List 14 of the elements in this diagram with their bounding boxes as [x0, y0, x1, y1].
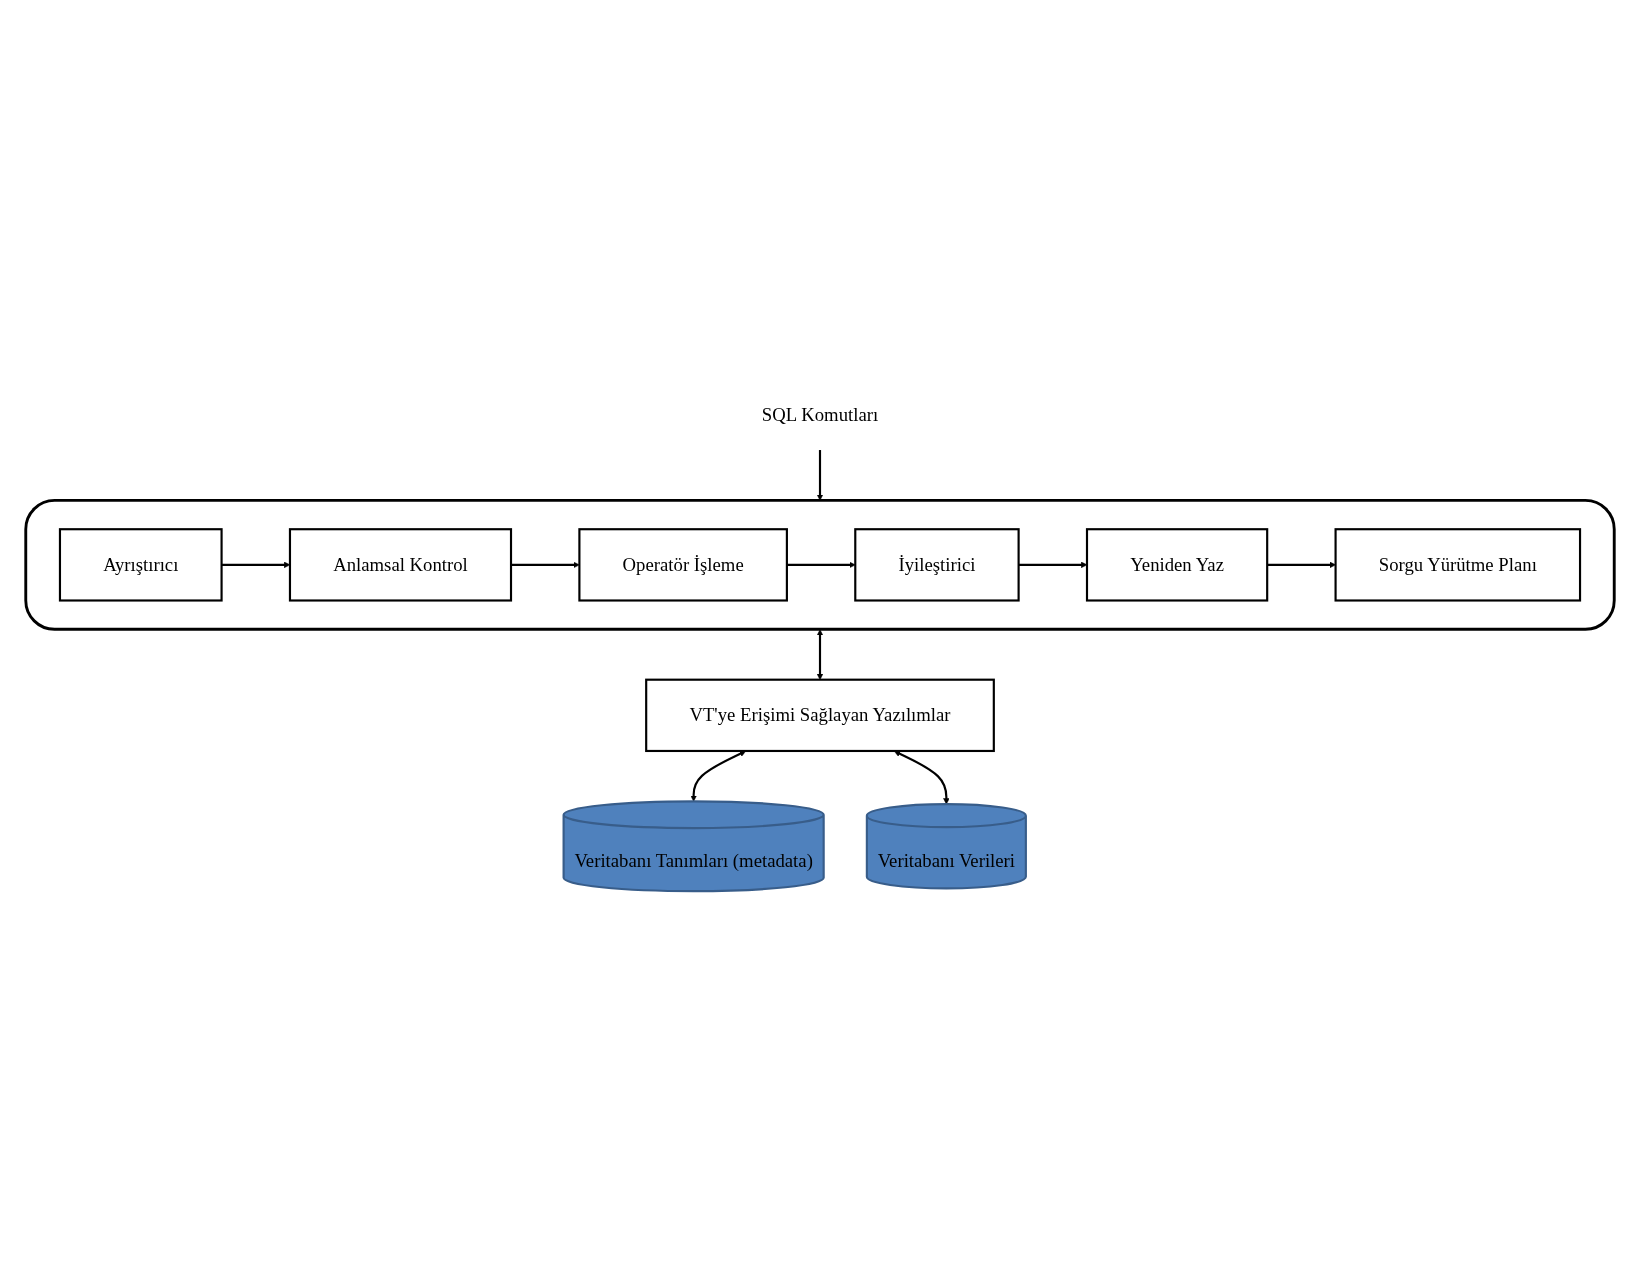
node-text: SQL Komutları	[761, 404, 878, 425]
cluster	[23, 499, 1616, 631]
arrow	[816, 450, 823, 501]
node-box: İyileştirici	[853, 528, 1020, 602]
arrow	[1266, 561, 1336, 569]
node-box: Anlamsal Kontrol	[288, 528, 512, 602]
node-box: Ayrıştırıcı	[58, 528, 223, 602]
arrow	[816, 629, 823, 680]
node-box: VT'ye Erişimi Sağlayan Yazılımlar	[644, 678, 995, 753]
node-box: Yeniden Yaz	[1085, 528, 1268, 602]
node-box: Operatör İşleme	[577, 528, 788, 602]
arrow	[221, 561, 290, 569]
arrow	[1018, 561, 1087, 569]
node-box: Sorgu Yürütme Planı	[1334, 528, 1581, 602]
